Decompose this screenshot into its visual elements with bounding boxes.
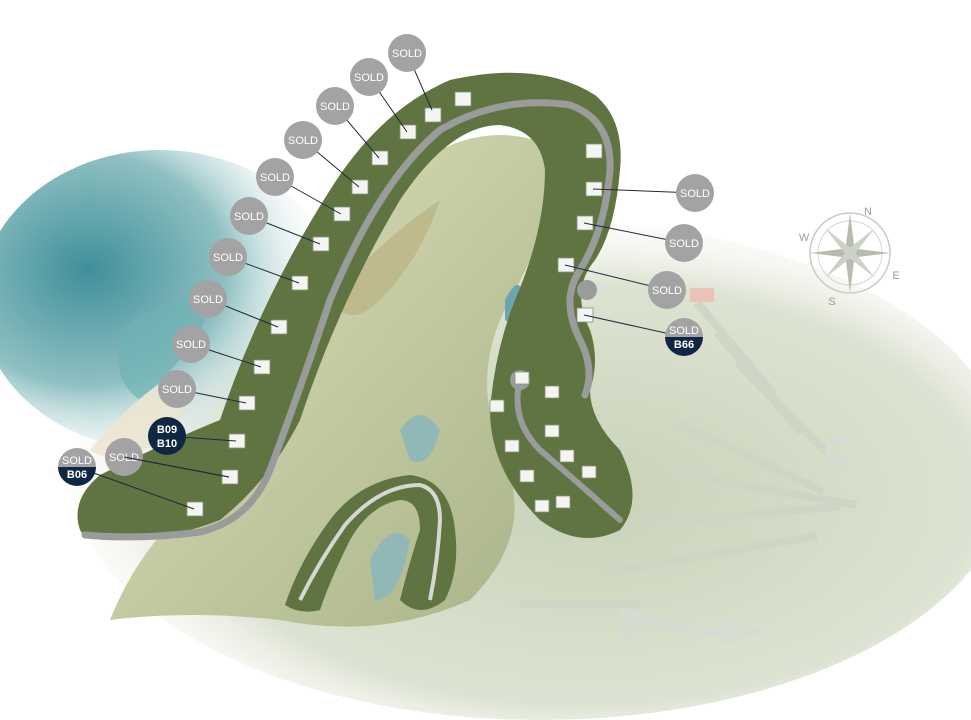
marker-label: SOLD — [392, 48, 422, 60]
plot-marker-3[interactable]: SOLD — [316, 87, 380, 159]
marker-label: SOLD — [193, 294, 223, 306]
sold-badge-half — [665, 318, 703, 337]
surf-zone — [117, 290, 220, 400]
marker-label: SOLD — [669, 325, 699, 337]
plot-marker-15[interactable]: SOLD — [592, 174, 714, 212]
marker-label: SOLD — [260, 172, 290, 184]
plot-marker-18[interactable]: SOLD B66 — [583, 314, 703, 356]
pond — [370, 533, 410, 600]
plot-marker-1[interactable]: SOLD — [388, 34, 433, 111]
roundabout — [825, 435, 855, 465]
sold-badge — [284, 121, 322, 159]
hotel-building — [690, 288, 714, 302]
marker-label: SOLD — [213, 252, 243, 264]
sold-badge — [256, 158, 294, 196]
marker-label: SOLD — [109, 452, 139, 464]
plot-code-badge-half — [58, 467, 96, 486]
marker-label: B10 — [157, 438, 177, 450]
sold-badge-half — [58, 448, 96, 467]
town-blocks — [520, 299, 858, 608]
sold-badge — [189, 280, 227, 318]
compass-s-label: S — [828, 296, 835, 308]
plot-marker-6[interactable]: SOLD — [230, 197, 321, 245]
marker-label: SOLD — [320, 101, 350, 113]
marker-label: SOLD — [234, 211, 264, 223]
marker-label: SOLD — [669, 238, 699, 250]
marker-label: SOLD — [162, 384, 192, 396]
compass-e-label: E — [892, 270, 899, 282]
cul-de-sac-road — [514, 377, 623, 523]
leader-line — [76, 466, 195, 510]
compass-rose-icon: N E S W — [799, 206, 900, 308]
development-strip — [77, 72, 633, 541]
loop-path — [298, 482, 443, 601]
sold-badge — [388, 34, 426, 72]
marker-label: B06 — [67, 469, 87, 481]
plot-marker-4[interactable]: SOLD — [284, 121, 360, 188]
marker-label: SOLD — [354, 72, 384, 84]
lower-loop — [285, 475, 457, 612]
sold-badge — [209, 238, 247, 276]
marker-label: SOLD — [62, 455, 92, 467]
plot-marker-2[interactable]: SOLD — [350, 58, 408, 133]
compass-n-label: N — [864, 206, 872, 218]
plot-markers: SOLDSOLDSOLDSOLDSOLDSOLDSOLDSOLDSOLDSOLD… — [58, 34, 714, 510]
sold-badge — [230, 197, 268, 235]
marker-label: SOLD — [680, 188, 710, 200]
plot-code-badge-half — [665, 337, 703, 356]
main-road — [81, 99, 614, 541]
pond — [400, 415, 440, 462]
plot-marker-10[interactable]: SOLD — [158, 370, 247, 408]
plot-marker-9[interactable]: SOLD — [172, 325, 262, 368]
sold-badge — [316, 87, 354, 125]
roundabout — [617, 617, 643, 643]
leader-line — [123, 456, 230, 478]
sold-badge — [158, 370, 196, 408]
compass-w-label: W — [799, 232, 810, 244]
plot-marker-8[interactable]: SOLD — [189, 280, 279, 328]
sold-badge — [350, 58, 388, 96]
marker-label: SOLD — [652, 285, 682, 297]
marker-label: SOLD — [288, 135, 318, 147]
plot-marker-7[interactable]: SOLD — [209, 238, 300, 284]
plot-marker-14[interactable]: SOLD B06 — [58, 448, 195, 510]
plot-marker-13[interactable] — [123, 456, 230, 478]
sold-badge — [648, 271, 686, 309]
sold-badge — [665, 224, 703, 262]
plot-marker-5[interactable]: SOLD — [256, 158, 342, 215]
town-road — [618, 606, 761, 636]
cul-de-sac — [577, 280, 597, 300]
plot-marker-16[interactable]: SOLD — [583, 222, 703, 262]
marker-label: SOLD — [176, 339, 206, 351]
sold-badge — [172, 325, 210, 363]
plot-marker-17[interactable]: SOLD — [564, 264, 686, 309]
roundabout — [717, 617, 743, 643]
sold-badge — [676, 174, 714, 212]
dunes — [330, 200, 440, 315]
marker-label: B09 — [157, 424, 177, 436]
marker-label: B66 — [674, 339, 694, 351]
available-badge — [148, 417, 186, 455]
